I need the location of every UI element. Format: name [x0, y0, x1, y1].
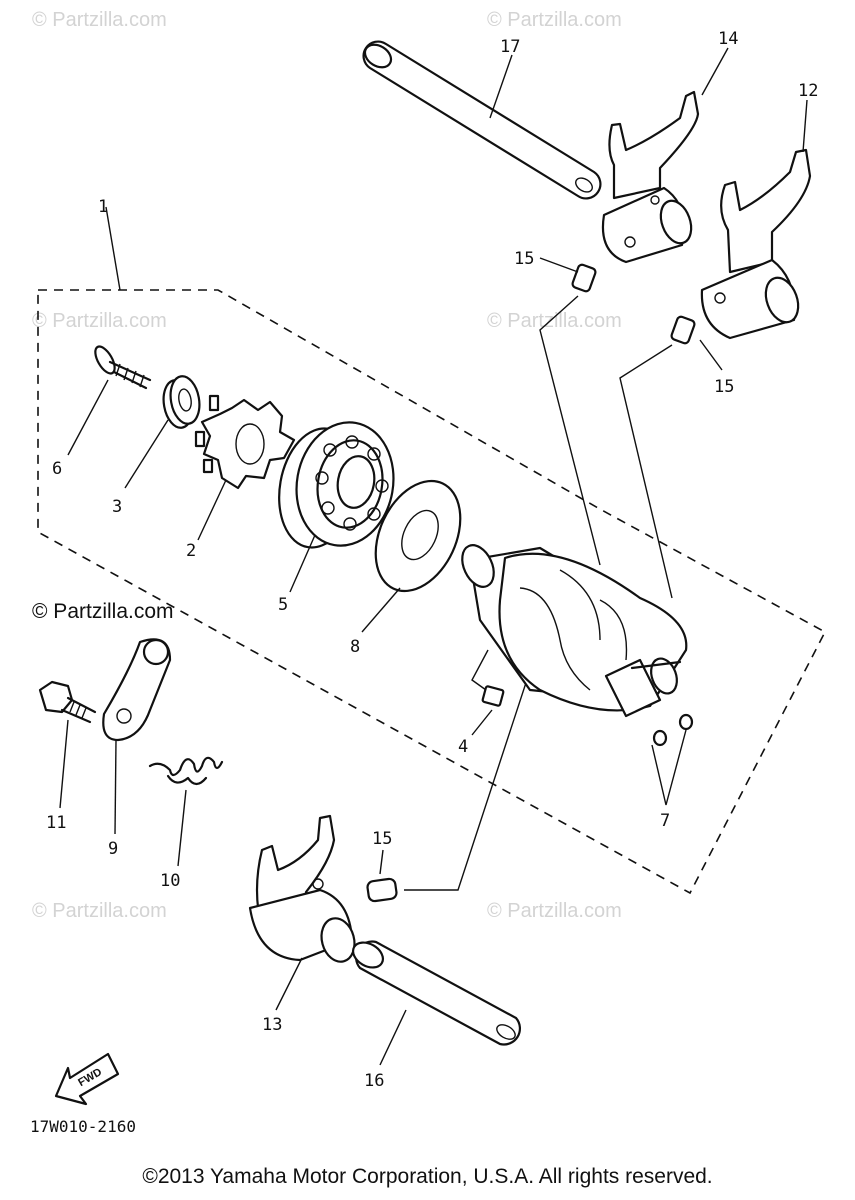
leader-4	[471, 709, 493, 736]
callout-14: 14	[718, 29, 738, 49]
watermark-mid-left: © Partzilla.com	[32, 310, 167, 332]
diagram-code: 17W010-2160	[30, 1117, 136, 1136]
callout-10: 10	[160, 871, 180, 891]
bearing-5	[278, 421, 395, 549]
leader-11	[59, 719, 69, 809]
leader-8	[361, 587, 401, 633]
spring-10	[148, 756, 224, 786]
shift-fork-13	[248, 814, 356, 963]
watermark-mid-right: © Partzilla.com	[487, 310, 622, 332]
leader-4-guide	[471, 649, 489, 691]
leader-15-upper	[539, 257, 579, 273]
leader-13	[275, 957, 303, 1011]
washer-3	[162, 375, 201, 429]
guide-line-lower	[404, 639, 541, 891]
shift-drum	[461, 544, 688, 718]
segment-plate-2	[194, 394, 296, 490]
watermark-low-left: © Partzilla.com	[32, 900, 167, 922]
shift-fork-14	[601, 90, 700, 264]
copyright-notice: ©2013 Yamaha Motor Corporation, U.S.A. A…	[142, 1165, 713, 1188]
stopper-4	[481, 685, 505, 707]
bolt-11	[38, 680, 97, 724]
callout-15-lower: 15	[372, 829, 392, 849]
callout-9: 9	[108, 839, 118, 859]
pin-7	[652, 713, 694, 747]
leader-12	[802, 99, 808, 153]
callout-8: 8	[350, 637, 360, 657]
watermark-top-left: © Partzilla.com	[32, 9, 167, 31]
guide-pin-15-lower	[366, 877, 398, 903]
leader-3	[124, 419, 169, 489]
leader-16	[379, 1009, 407, 1066]
guide-pin-15-right	[670, 315, 696, 345]
watermark-low-right: © Partzilla.com	[487, 900, 622, 922]
callout-11: 11	[46, 813, 66, 833]
screw-6	[94, 345, 152, 390]
leader-7	[651, 729, 687, 806]
shift-fork-12	[700, 148, 812, 340]
callout-15-right: 15	[714, 377, 734, 397]
leader-2	[197, 479, 227, 541]
stopper-lever-9	[102, 638, 172, 742]
watermark-main: © Partzilla.com	[32, 600, 174, 623]
callout-17: 17	[500, 37, 520, 57]
callout-16: 16	[364, 1071, 384, 1091]
callout-5: 5	[278, 595, 288, 615]
leader-17	[489, 54, 513, 119]
leader-15-lower	[379, 849, 384, 875]
shift-fork-shaft-16	[351, 940, 521, 1046]
assembly-boundary	[37, 289, 827, 895]
callout-3: 3	[112, 497, 122, 517]
leader-10	[177, 789, 187, 867]
leader-6	[67, 379, 109, 456]
leader-9	[114, 739, 117, 835]
guide-pin-15-upper	[571, 263, 597, 293]
fwd-arrow-icon: FWD	[54, 1052, 120, 1106]
leader-1	[105, 206, 121, 291]
callout-4: 4	[458, 737, 468, 757]
guide-line-right	[619, 344, 673, 599]
callout-1: 1	[98, 197, 108, 217]
washer-8	[374, 479, 462, 593]
callout-12: 12	[798, 81, 818, 101]
leader-14	[701, 47, 729, 96]
callout-15-upper: 15	[514, 249, 534, 269]
watermark-top-right: © Partzilla.com	[487, 9, 622, 31]
callout-7: 7	[660, 811, 670, 831]
callout-13: 13	[262, 1015, 282, 1035]
leader-5	[289, 534, 316, 593]
callout-6: 6	[52, 459, 62, 479]
guide-line-upper	[539, 295, 601, 566]
shift-fork-shaft-17	[362, 40, 602, 200]
leader-15-right	[699, 339, 723, 371]
callout-2: 2	[186, 541, 196, 561]
